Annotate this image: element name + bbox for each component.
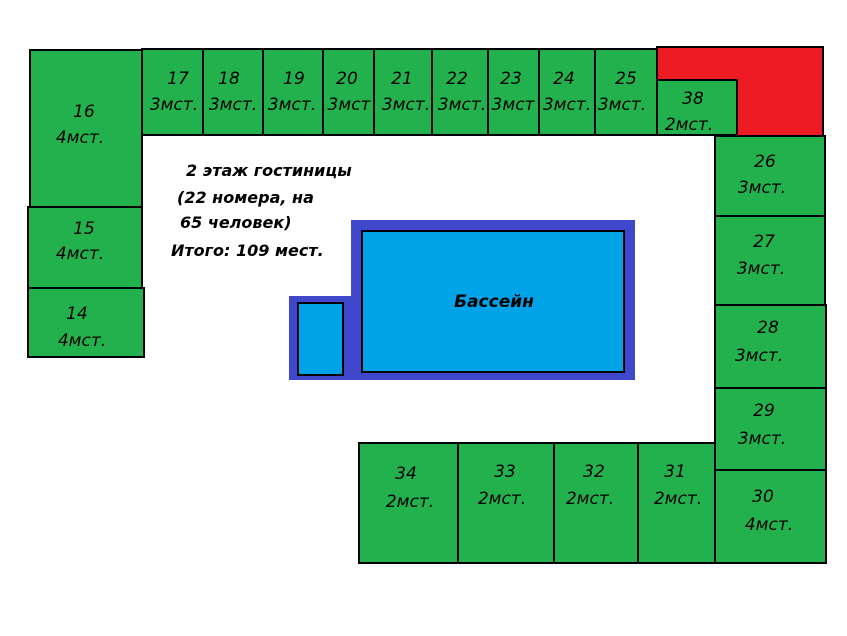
room-19[interactable]: 19 3мст. bbox=[262, 48, 324, 136]
room-30[interactable]: 30 4мст. bbox=[714, 469, 827, 564]
room-number: 15 bbox=[73, 219, 95, 239]
room-32[interactable]: 32 2мст. bbox=[553, 442, 639, 564]
room-25[interactable]: 25 3мст. bbox=[594, 48, 658, 136]
room-number: 16 bbox=[73, 102, 95, 122]
room-31[interactable]: 31 2мст. bbox=[637, 442, 716, 564]
room-23[interactable]: 23 3мст bbox=[487, 48, 540, 136]
room-beds: 3мст. bbox=[738, 429, 786, 449]
room-number: 24 bbox=[553, 69, 575, 89]
info-line-3: 65 человек) bbox=[180, 213, 292, 232]
room-beds: 4мст. bbox=[56, 244, 104, 264]
room-number: 18 bbox=[218, 69, 240, 89]
small-pool-water bbox=[297, 302, 344, 376]
room-27[interactable]: 27 3мст. bbox=[714, 215, 826, 306]
room-number: 26 bbox=[754, 152, 776, 172]
room-number: 27 bbox=[753, 232, 775, 252]
room-beds: 3мст bbox=[328, 95, 372, 115]
room-34[interactable]: 34 2мст. bbox=[358, 442, 459, 564]
room-beds: 2мст. bbox=[386, 492, 434, 512]
room-beds: 3мст. bbox=[737, 259, 785, 279]
room-number: 33 bbox=[494, 462, 516, 482]
room-number: 22 bbox=[446, 69, 468, 89]
room-18[interactable]: 18 3мст. bbox=[202, 48, 264, 136]
room-beds: 3мст. bbox=[209, 95, 257, 115]
room-beds: 3мст. bbox=[738, 178, 786, 198]
room-beds: 2мст. bbox=[566, 489, 614, 509]
room-26[interactable]: 26 3мст. bbox=[714, 135, 826, 217]
room-24[interactable]: 24 3мст. bbox=[538, 48, 596, 136]
info-line-2: (22 номера, на bbox=[177, 188, 314, 207]
info-line-1: 2 этаж гостиницы bbox=[186, 161, 352, 180]
room-17[interactable]: 17 3мст. bbox=[141, 48, 204, 136]
room-number: 19 bbox=[283, 69, 305, 89]
room-number: 20 bbox=[336, 69, 358, 89]
room-number: 31 bbox=[664, 462, 686, 482]
room-number: 25 bbox=[615, 69, 637, 89]
room-number: 32 bbox=[583, 462, 605, 482]
room-beds: 3мст. bbox=[543, 95, 591, 115]
room-beds: 3мст. bbox=[598, 95, 646, 115]
room-beds: 2мст. bbox=[654, 489, 702, 509]
room-beds: 3мст. bbox=[268, 95, 316, 115]
info-line-4: Итого: 109 мест. bbox=[171, 241, 324, 260]
room-number: 34 bbox=[395, 464, 417, 484]
pool: Бассейн bbox=[289, 220, 635, 380]
room-33[interactable]: 33 2мст. bbox=[457, 442, 555, 564]
room-28[interactable]: 28 3мст. bbox=[714, 304, 827, 389]
room-38[interactable]: 38 2мст. bbox=[656, 79, 738, 136]
room-number: 23 bbox=[500, 69, 522, 89]
room-20[interactable]: 20 3мст bbox=[322, 48, 375, 136]
room-number: 29 bbox=[753, 401, 775, 421]
room-beds: 4мст. bbox=[745, 515, 793, 535]
pool-label: Бассейн bbox=[454, 292, 534, 312]
room-21[interactable]: 21 3мст. bbox=[373, 48, 433, 136]
room-beds: 4мст. bbox=[58, 331, 106, 351]
pool-water bbox=[361, 230, 625, 373]
room-number: 30 bbox=[752, 487, 774, 507]
room-29[interactable]: 29 3мст. bbox=[714, 387, 827, 471]
room-beds: 3мст. bbox=[735, 346, 783, 366]
room-beds: 3мст. bbox=[438, 95, 486, 115]
room-22[interactable]: 22 3мст. bbox=[431, 48, 489, 136]
room-15[interactable]: 15 4мст. bbox=[27, 206, 143, 289]
room-beds: 3мст. bbox=[150, 95, 198, 115]
room-beds: 4мст. bbox=[56, 128, 104, 148]
room-16[interactable]: 16 4мст. bbox=[29, 49, 143, 208]
room-number: 17 bbox=[167, 69, 189, 89]
room-beds: 2мст. bbox=[665, 115, 713, 135]
room-14[interactable]: 14 4мст. bbox=[27, 287, 145, 358]
room-number: 21 bbox=[391, 69, 413, 89]
room-beds: 3мст bbox=[492, 95, 536, 115]
room-number: 28 bbox=[757, 318, 779, 338]
room-number: 38 bbox=[682, 89, 704, 109]
room-number: 14 bbox=[66, 304, 88, 324]
room-beds: 3мст. bbox=[382, 95, 430, 115]
room-beds: 2мст. bbox=[478, 489, 526, 509]
